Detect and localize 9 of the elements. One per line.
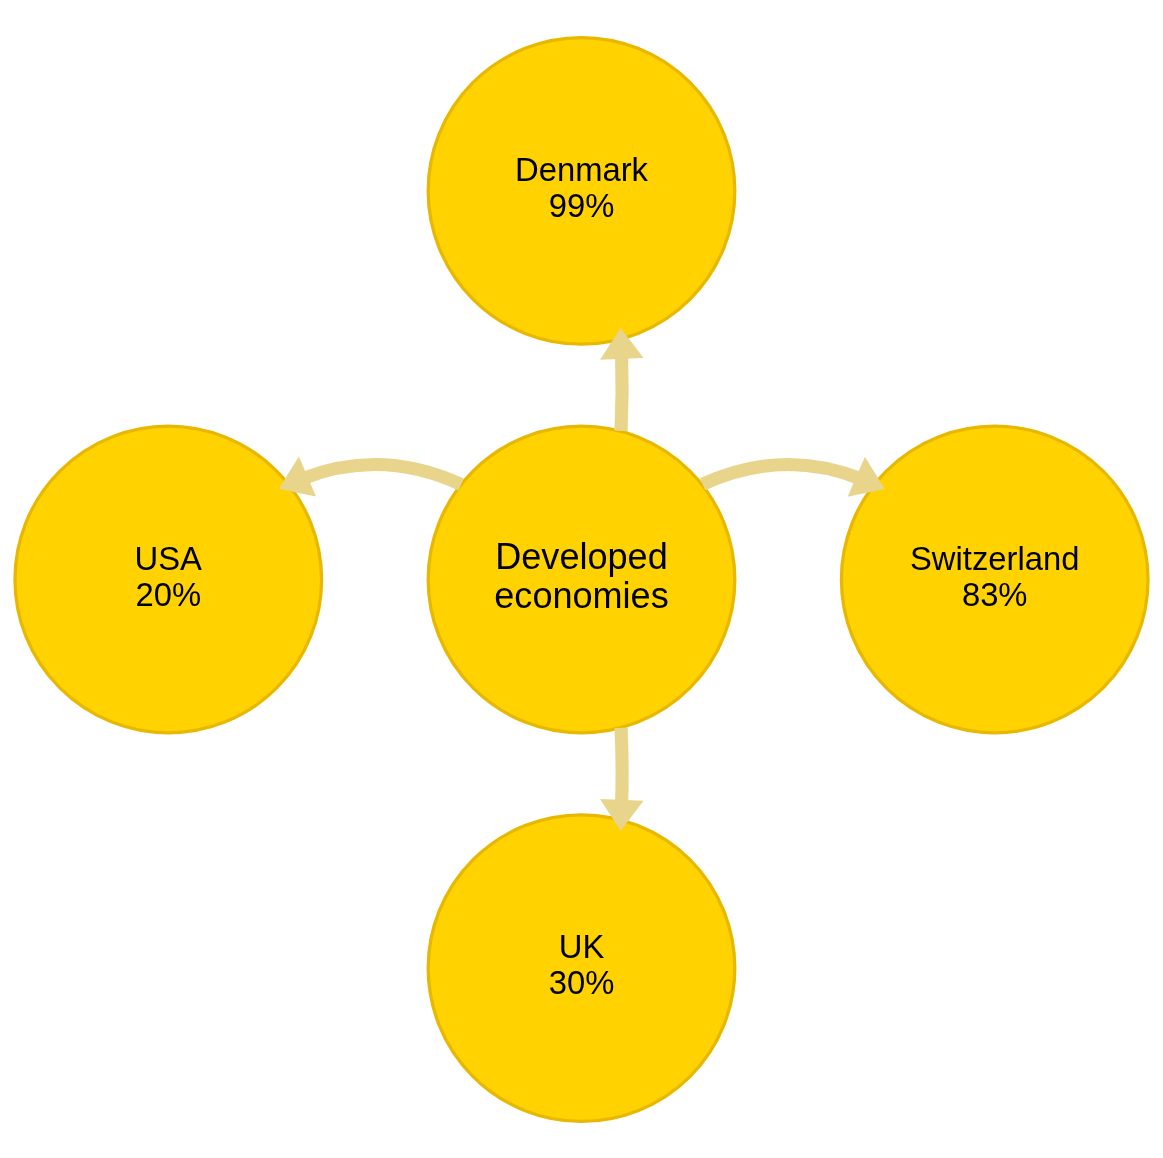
arrow <box>600 727 644 831</box>
node-circle: Switzerland 83% <box>839 424 1150 734</box>
arrow <box>700 456 885 497</box>
arrow <box>278 455 464 496</box>
node-circle: Denmark 99% <box>426 35 737 346</box>
node-circle: UK 30% <box>426 812 737 1123</box>
node-circle: Developed economies <box>426 424 737 734</box>
node-circle: USA 20% <box>13 424 324 734</box>
arrow <box>600 327 644 431</box>
